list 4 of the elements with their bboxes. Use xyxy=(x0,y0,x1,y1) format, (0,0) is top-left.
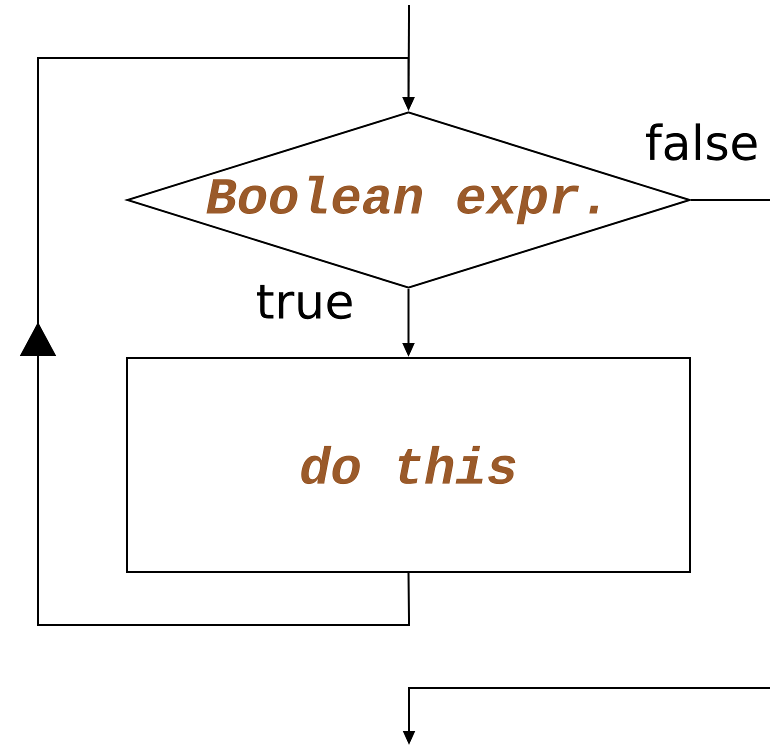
edge-label: false xyxy=(646,123,757,161)
process-box: do this xyxy=(126,357,691,573)
arrow xyxy=(20,57,415,626)
edge-label: true xyxy=(257,284,352,320)
